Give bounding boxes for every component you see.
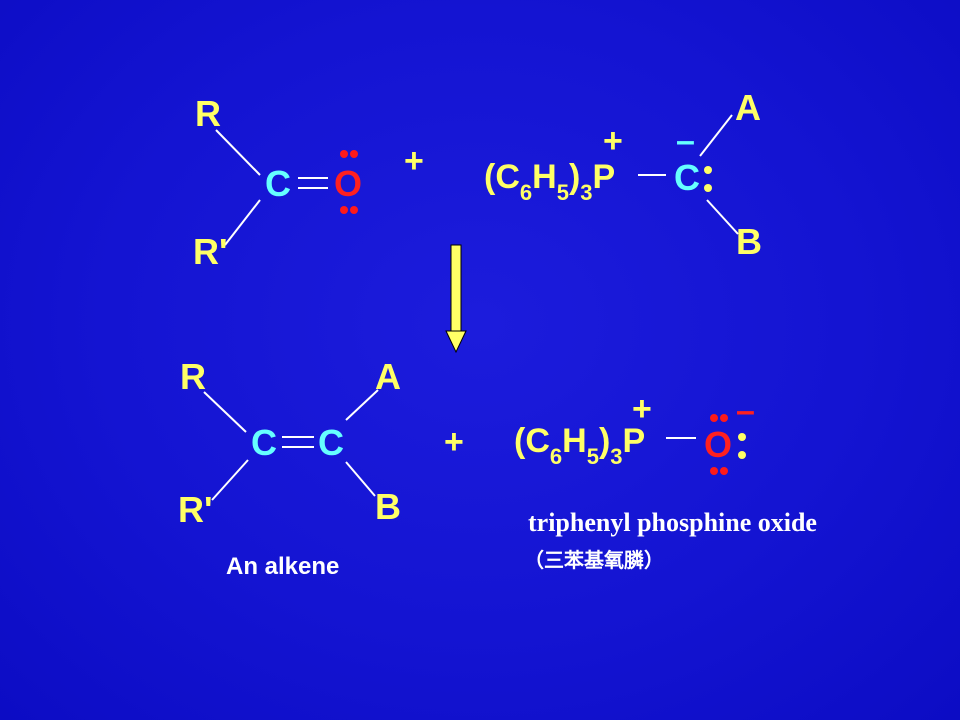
ylide-paren-open: (C <box>484 158 520 196</box>
oxide-o-charge: – <box>736 392 755 430</box>
reactant-plus: + <box>404 142 424 180</box>
oxide-p-charge: + <box>632 390 652 428</box>
bond-c2-b <box>345 461 376 497</box>
ylide-p-charge: + <box>603 122 623 160</box>
carbonyl-r2: R' <box>193 231 228 272</box>
oxide-name-english: triphenyl phosphine oxide <box>528 508 817 537</box>
ylide-sub5: 5 <box>556 180 569 205</box>
bond-c-b <box>706 199 739 235</box>
oxide-oxygen: O <box>704 424 733 465</box>
oxide-sub6: 6 <box>549 444 563 469</box>
oxide-sub3: 3 <box>610 444 623 469</box>
bond-c2-a <box>345 389 379 421</box>
oxide-phosphorus-group: (C6H5)3P <box>514 422 646 468</box>
alkene-b: B <box>375 486 401 527</box>
oxide-paren-open: (C <box>514 422 550 460</box>
ylide-p: P <box>592 158 616 196</box>
oxide-name-chinese: （三苯基氧膦） <box>524 550 664 572</box>
oxide-paren-close: ) <box>598 422 611 460</box>
alkene-r2: R' <box>178 489 213 530</box>
oxide-h: H <box>562 422 587 460</box>
ylide-phosphorus-group: (C6H5)3P <box>484 158 616 204</box>
bond-c-a <box>699 114 733 157</box>
ylide-sub6: 6 <box>519 180 533 205</box>
alkene-c2: C <box>318 422 344 463</box>
ylide-carbon: C <box>674 157 700 198</box>
reaction-arrow-shaft <box>450 244 462 332</box>
ylide-c-charge: – <box>676 122 695 160</box>
alkene-a: A <box>375 356 401 397</box>
ylide-b: B <box>736 221 762 262</box>
oxide-sub5: 5 <box>586 444 599 469</box>
carbonyl-oxygen: O <box>334 163 363 204</box>
ylide-paren-close: ) <box>568 158 581 196</box>
carbonyl-carbon: C <box>265 163 291 204</box>
bond-rprime-c1 <box>211 459 249 501</box>
oxide-p: P <box>622 422 646 460</box>
alkene-c1: C <box>251 422 277 463</box>
bond-r-c1 <box>203 391 247 433</box>
bond-rprime-c <box>224 199 261 246</box>
alkene-label: An alkene <box>226 553 340 580</box>
bond-r-c <box>215 129 261 176</box>
reaction-arrow-head <box>445 330 467 354</box>
ylide-a: A <box>735 87 761 128</box>
ylide-sub3: 3 <box>580 180 593 205</box>
alkene-r1: R <box>180 356 206 397</box>
product-plus: + <box>444 423 464 461</box>
ylide-h: H <box>532 158 557 196</box>
carbonyl-r1: R <box>195 93 221 134</box>
